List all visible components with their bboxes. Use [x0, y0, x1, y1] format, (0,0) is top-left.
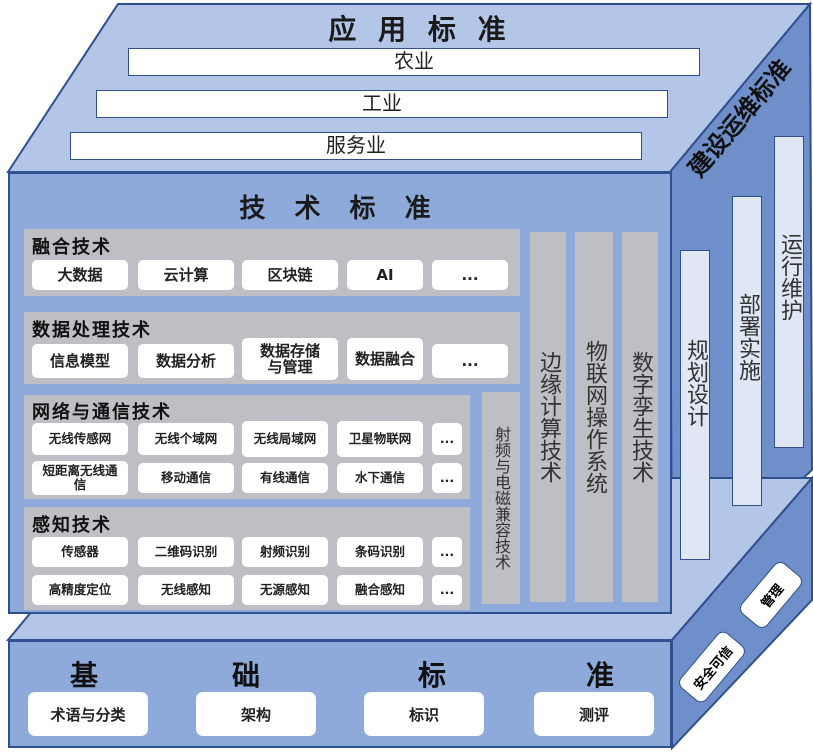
sensing-item: 融合感知: [337, 575, 423, 605]
basic-title-char: 基: [70, 659, 99, 692]
technical-standard-title: 技 术 标 准: [239, 194, 441, 224]
sensing-item: 高精度定位: [32, 575, 128, 605]
basic-title-char: 标: [418, 659, 447, 692]
application-standard-title: 应 用 标 准: [328, 13, 512, 46]
sensing-title: 感知技术: [32, 515, 112, 536]
data-processing-item: 数据存储与管理: [242, 338, 338, 380]
col-operation: 运行维护: [774, 136, 804, 448]
sensing-item: 二维码识别: [138, 537, 234, 567]
sensing-item: ...: [432, 575, 462, 605]
network-item: 无线传感网: [32, 423, 128, 455]
basic-item-terms: 术语与分类: [28, 692, 148, 736]
network-item: 移动通信: [138, 463, 234, 493]
iot-os-column: 物联网操作系统: [575, 232, 613, 602]
network-item: 无线个域网: [138, 423, 234, 455]
edge-computing-column: 边缘计算技术: [530, 232, 566, 602]
bar-industry: 工业: [96, 90, 668, 118]
network-item: 水下通信: [337, 463, 423, 493]
network-item: 有线通信: [242, 463, 328, 493]
digital-twin-column: 数字孪生技术: [622, 232, 658, 602]
sensing-item: 无线感知: [138, 575, 234, 605]
sensing-item: 射频识别: [242, 537, 328, 567]
sensing-item: 传感器: [32, 537, 128, 567]
basic-item-identifier: 标识: [364, 692, 484, 736]
sensing-item: 无源感知: [242, 575, 328, 605]
fusion-item: 区块链: [242, 260, 338, 290]
bar-agriculture: 农业: [128, 48, 700, 76]
sensing-item: ...: [432, 537, 462, 567]
data-processing-item: ...: [432, 344, 508, 378]
basic-title-char: 础: [232, 659, 261, 692]
network-item: 无线局域网: [242, 421, 328, 457]
network-item: ...: [432, 463, 462, 493]
basic-title-char: 准: [586, 659, 615, 692]
network-item: 卫星物联网: [337, 421, 423, 457]
data-processing-item: 数据分析: [138, 344, 234, 378]
fusion-item: 云计算: [138, 260, 234, 290]
col-planning: 规划设计: [680, 250, 710, 560]
basic-item-evaluation: 测评: [534, 692, 654, 736]
bar-service: 服务业: [70, 132, 642, 160]
data-processing-title: 数据处理技术: [32, 320, 152, 341]
fusion-title: 融合技术: [32, 237, 112, 258]
rf-emc-column: 射频与电磁兼容技术: [482, 392, 520, 604]
fusion-item: ...: [432, 260, 508, 290]
data-processing-item: 信息模型: [32, 344, 128, 378]
network-title: 网络与通信技术: [32, 402, 172, 423]
col-deployment: 部署实施: [732, 196, 762, 506]
fusion-item: AI: [347, 260, 423, 290]
data-processing-item: 数据融合: [347, 338, 423, 380]
basic-item-architecture: 架构: [196, 692, 316, 736]
fusion-item: 大数据: [32, 260, 128, 290]
sensing-item: 条码识别: [337, 537, 423, 567]
network-item: ...: [432, 423, 462, 455]
network-item: 短距离无线通信: [32, 461, 128, 495]
